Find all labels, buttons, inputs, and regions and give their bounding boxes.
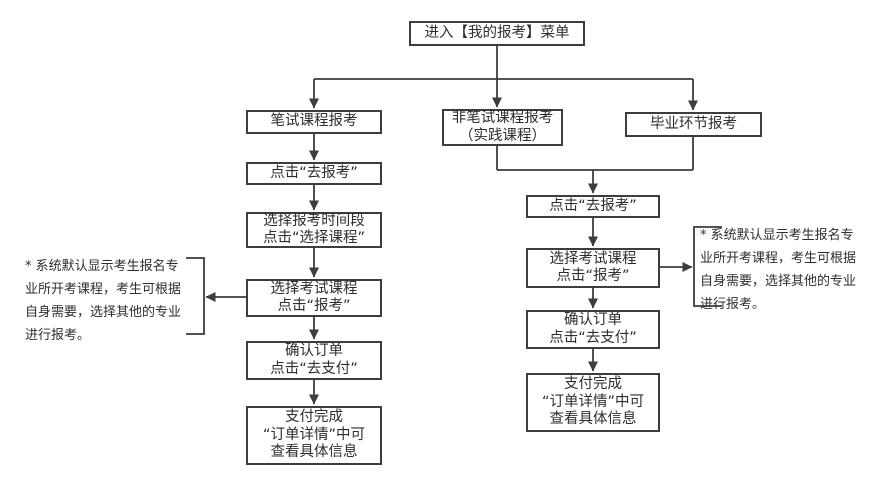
node-branch-graduation: 毕业环节报考 [625, 112, 762, 137]
node-written-step-1: 点击“去报考” [246, 162, 382, 185]
node-practical-step-1: 点击“去报考” [526, 195, 660, 218]
node-written-step-5: 支付完成 “订单详情”中可 查看具体信息 [246, 406, 382, 465]
left-note-bracket [186, 257, 205, 335]
note-right: * 系统默认显示考生报名专 业所开考课程，考生可根据 自身需要，选择其他的专业 … [700, 228, 857, 312]
right-note-bracket [693, 226, 722, 307]
node-written-step-3: 选择考试课程 点击“报考” [246, 279, 382, 317]
node-entry: 进入【我的报考】菜单 [409, 21, 585, 46]
node-practical-step-4: 支付完成 “订单详情”中可 查看具体信息 [526, 373, 660, 432]
note-left: * 系统默认显示考生报名专 业所开考课程，考生可根据 自身需要，选择其他的专业 … [25, 259, 182, 343]
node-practical-step-2: 选择考试课程 点击“报考” [526, 248, 660, 288]
node-branch-practical: 非笔试课程报考 （实践课程） [442, 109, 563, 146]
node-written-step-4: 确认订单 点击“去支付” [246, 341, 382, 380]
node-practical-step-3: 确认订单 点击“去支付” [526, 310, 660, 349]
node-written-step-2: 选择报考时间段 点击“选择课程” [246, 212, 382, 248]
node-branch-written: 笔试课程报考 [246, 110, 382, 134]
